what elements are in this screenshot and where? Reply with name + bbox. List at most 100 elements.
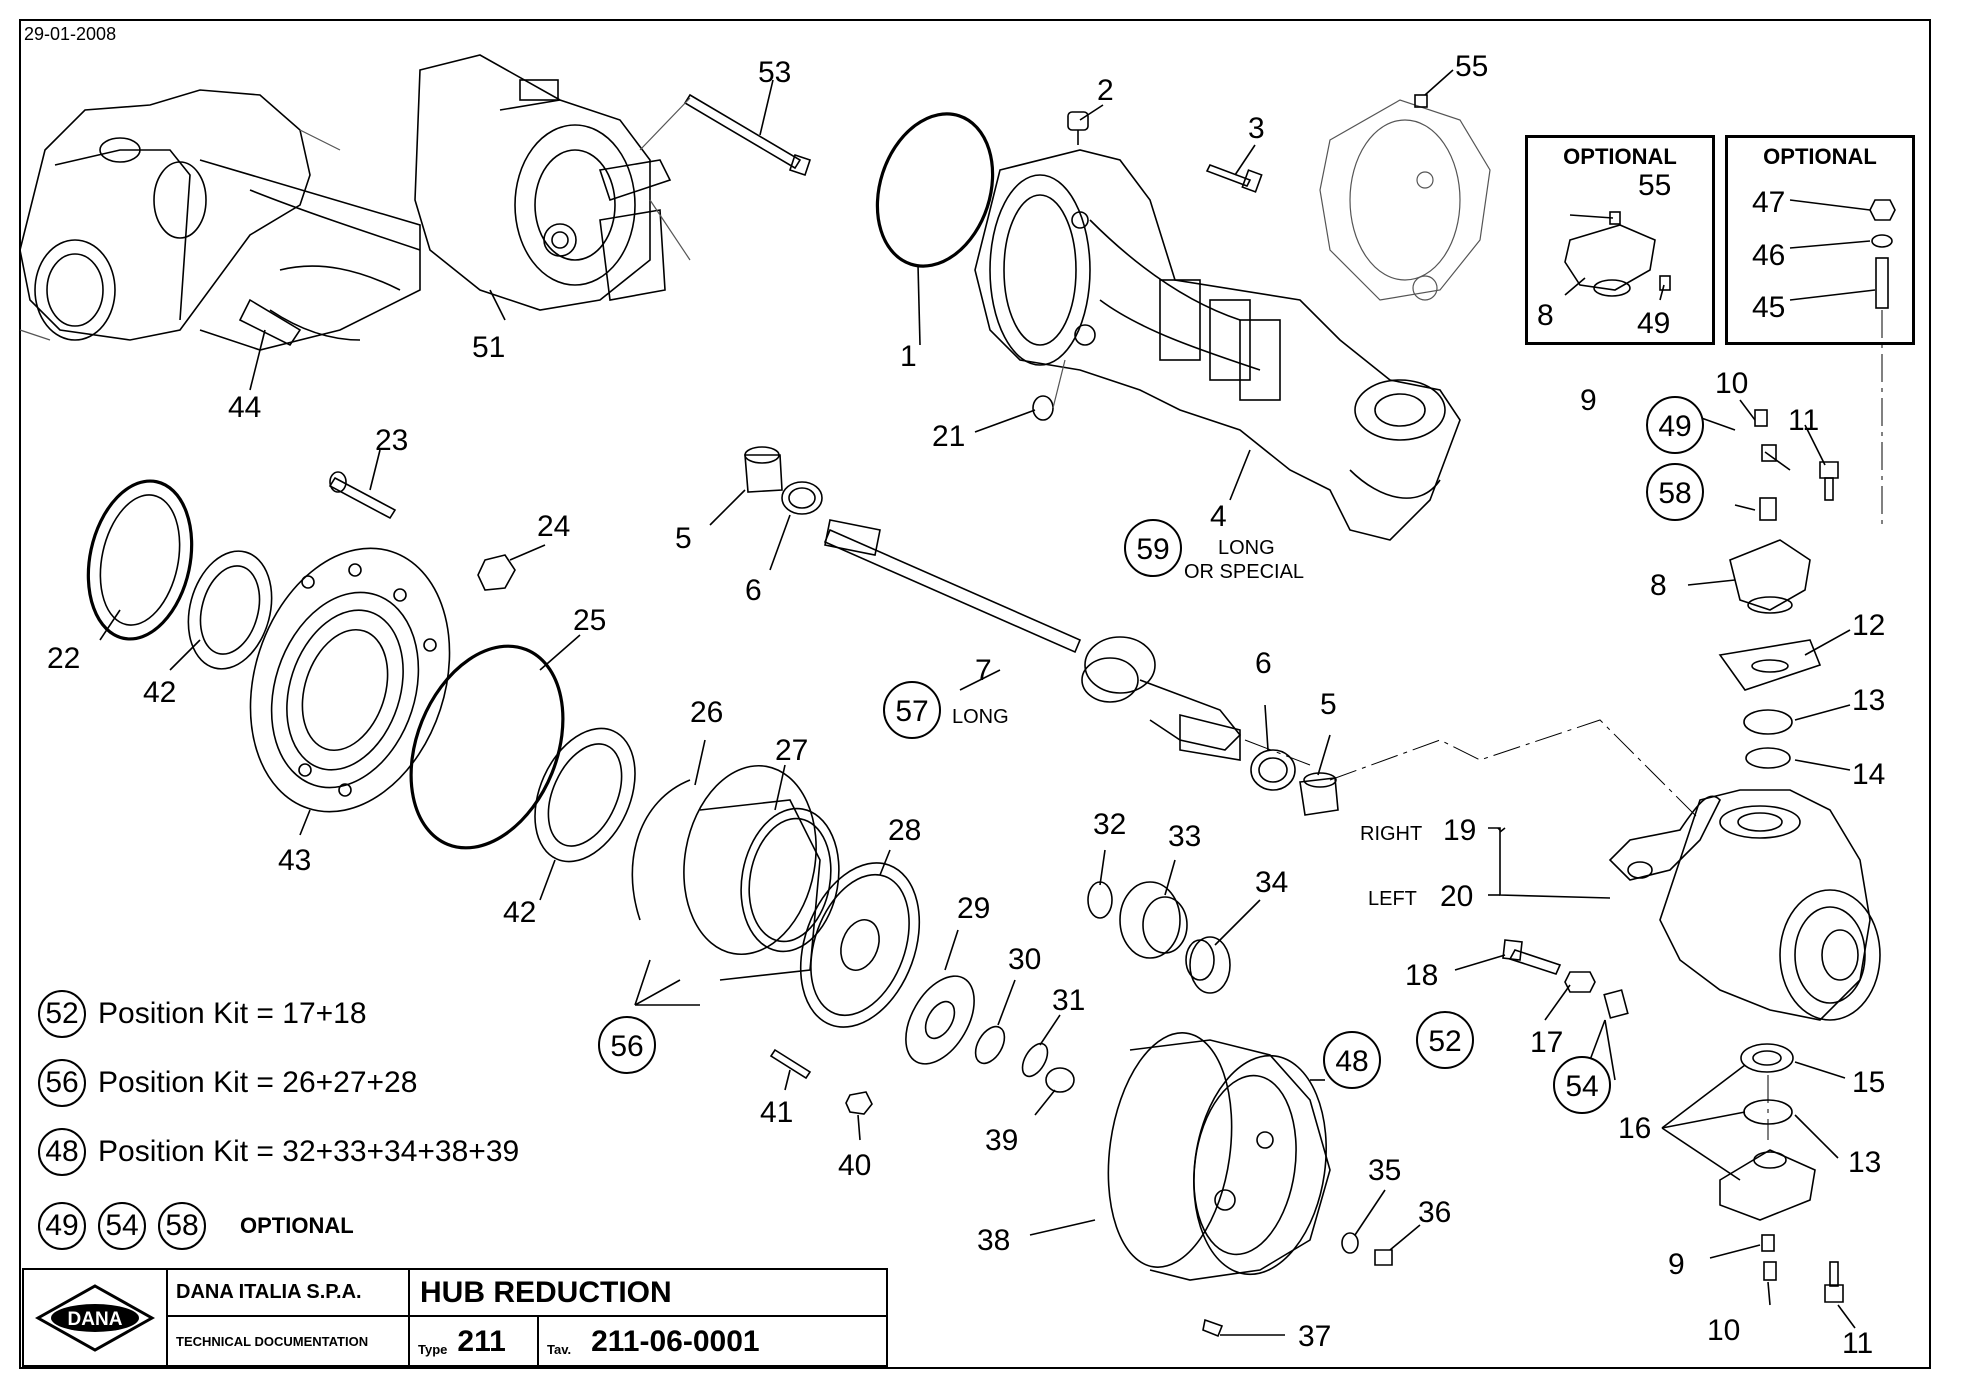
legend-circle-54: 54 xyxy=(98,1202,146,1250)
tav-label: Tav. xyxy=(547,1342,572,1357)
svg-text:48: 48 xyxy=(1335,1045,1368,1078)
svg-text:54: 54 xyxy=(1565,1070,1598,1103)
svg-text:57: 57 xyxy=(895,695,928,728)
bearing xyxy=(187,550,273,670)
seal-ring-small xyxy=(1341,1232,1359,1254)
label-31: 31 xyxy=(1052,984,1085,1017)
callout-57: 57 xyxy=(883,681,941,739)
label-36: 36 xyxy=(1418,1196,1451,1229)
callout-49-main: 49 xyxy=(1646,396,1704,454)
small-screw xyxy=(1202,1318,1224,1338)
leader-lines xyxy=(99,69,1876,1336)
washer xyxy=(1045,1067,1075,1093)
label-19: 19 xyxy=(1443,814,1476,847)
label-33: 33 xyxy=(1168,820,1201,853)
ring-gear xyxy=(683,764,840,981)
note-left: LEFT xyxy=(1368,888,1417,910)
lock-washer xyxy=(974,1025,1006,1065)
snap-ring-small xyxy=(1087,881,1113,919)
label-41: 41 xyxy=(760,1096,793,1129)
label-27: 27 xyxy=(775,734,808,767)
label-40: 40 xyxy=(838,1149,871,1182)
note-long: LONG xyxy=(952,706,1009,728)
drawing-title: HUB REDUCTION xyxy=(410,1270,886,1317)
optional-box-1: OPTIONAL xyxy=(1525,135,1715,345)
technical-documentation: TECHNICAL DOCUMENTATION xyxy=(168,1317,410,1365)
label-29: 29 xyxy=(957,892,990,925)
type-cell: Type 211 xyxy=(410,1317,539,1365)
legend-row-52: 52 Position Kit = 17+18 xyxy=(38,990,367,1038)
wheel-nut xyxy=(477,554,516,591)
label-22: 22 xyxy=(47,642,80,675)
label-25: 25 xyxy=(573,604,606,637)
label-11-lower: 11 xyxy=(1842,1327,1873,1360)
legend-circle-49: 49 xyxy=(38,1202,86,1250)
label-42-right: 42 xyxy=(503,896,536,929)
svg-text:52: 52 xyxy=(1428,1025,1461,1058)
label-49-opt: 49 xyxy=(1637,307,1670,340)
label-8-opt: 8 xyxy=(1537,299,1554,332)
label-12: 12 xyxy=(1852,609,1885,642)
label-42-left: 42 xyxy=(143,676,176,709)
label-39: 39 xyxy=(985,1124,1018,1157)
label-5-upper: 5 xyxy=(675,522,692,555)
upper-pin-assembly xyxy=(1718,409,1839,769)
label-45: 45 xyxy=(1752,291,1785,324)
label-24: 24 xyxy=(537,510,570,543)
label-13-upper: 13 xyxy=(1852,684,1885,717)
differential-housing xyxy=(19,89,421,351)
drain-plug xyxy=(1032,359,1066,421)
legend-circle-52: 52 xyxy=(38,990,86,1038)
label-14: 14 xyxy=(1852,758,1885,791)
cover xyxy=(1319,94,1491,301)
label-9-upper: 9 xyxy=(1580,384,1597,417)
note-right: RIGHT xyxy=(1360,823,1422,845)
label-26: 26 xyxy=(690,696,723,729)
label-5-lower: 5 xyxy=(1320,688,1337,721)
optional-box-2: OPTIONAL xyxy=(1725,135,1915,345)
tav-value: 211-06-0001 xyxy=(591,1325,760,1358)
type-value: 211 xyxy=(457,1325,506,1358)
label-23: 23 xyxy=(375,424,408,457)
legend-row-56: 56 Position Kit = 26+27+28 xyxy=(38,1059,417,1107)
screw xyxy=(1205,163,1263,193)
legend-circle-58: 58 xyxy=(158,1202,206,1250)
wheel-hub xyxy=(249,547,451,813)
svg-text:59: 59 xyxy=(1136,533,1169,566)
company-name: DANA ITALIA S.P.A. xyxy=(168,1270,410,1317)
hub-o-ring xyxy=(409,644,565,850)
tav-cell: Tav. 211-06-0001 xyxy=(539,1317,886,1365)
callout-54-main: 54 xyxy=(1553,1056,1611,1114)
note-long-special-2: OR SPECIAL xyxy=(1184,561,1304,583)
optional-box-2-title: OPTIONAL xyxy=(1763,144,1877,169)
bushing-bearing-upper xyxy=(744,446,823,515)
label-7: 7 xyxy=(975,654,992,687)
plug xyxy=(1374,1249,1393,1266)
circlip xyxy=(1021,1042,1049,1078)
label-20: 20 xyxy=(1440,880,1473,913)
bearing-2 xyxy=(534,727,636,863)
thrust-washer xyxy=(905,975,975,1065)
label-32: 32 xyxy=(1093,808,1126,841)
svg-text:49: 49 xyxy=(1658,410,1691,443)
optional-box-1-title: OPTIONAL xyxy=(1563,144,1677,169)
optional-cover-assembly xyxy=(1564,211,1671,297)
axle-housing xyxy=(974,149,1461,541)
label-46: 46 xyxy=(1752,239,1785,272)
long-bolt xyxy=(639,93,812,177)
label-47: 47 xyxy=(1752,186,1785,219)
steering-knuckle xyxy=(1329,719,1881,1021)
dana-logo-text: DANA xyxy=(68,1309,123,1330)
planet-gear xyxy=(1185,936,1231,994)
label-15: 15 xyxy=(1852,1066,1885,1099)
gear-carrier xyxy=(799,862,921,1028)
legend-optional-text: OPTIONAL xyxy=(240,1213,354,1238)
legend-text-56: Position Kit = 26+27+28 xyxy=(98,1066,418,1099)
label-50: 51 xyxy=(472,331,505,364)
svg-text:56: 56 xyxy=(610,1030,643,1063)
label-55: 55 xyxy=(1638,169,1671,202)
label-4: 4 xyxy=(1210,500,1227,533)
dana-logo: DANA xyxy=(24,1270,168,1365)
label-43: 43 xyxy=(278,844,311,877)
